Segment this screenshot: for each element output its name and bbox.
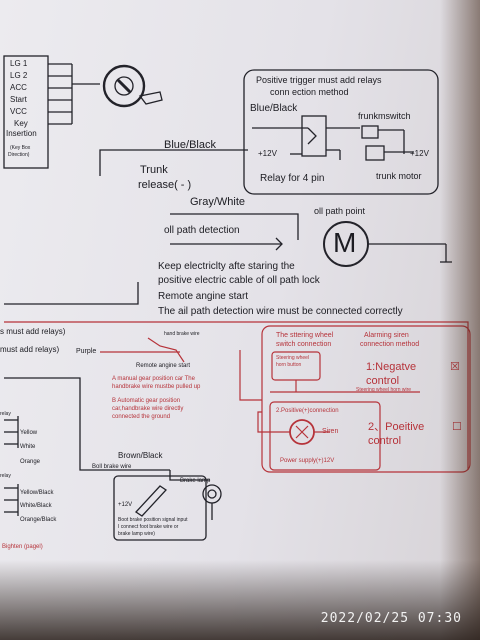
handbrake-left-note: must add relays) — [0, 345, 60, 354]
brake-note: Boot brake position signal input — [118, 517, 188, 523]
brake-wire-label: Brown/Black — [118, 451, 163, 460]
siren-box-header: connection method — [360, 341, 420, 348]
trunk-motor-label: trunk motor — [376, 171, 422, 181]
relay-voltage-left: +12V — [258, 149, 277, 158]
photo-timestamp: 2022/02/25 07:30 — [320, 611, 462, 626]
relay-wire-label: Blue/Black — [250, 103, 298, 114]
relay-box-title: Positive trigger must add relays — [256, 75, 382, 85]
key-box-item: ACC — [10, 83, 27, 92]
steering-wire-label: Steering wheel horn wire — [356, 387, 412, 393]
left-wire-label: relay — [0, 411, 11, 417]
trunk-label: Trunk — [140, 164, 168, 176]
trunk-switch-icon — [361, 125, 379, 139]
handbrake-note-b: B Automatic gear position — [112, 398, 181, 404]
left-wire-label: Yellow — [20, 430, 38, 436]
left-wire-label: Orange — [20, 459, 41, 465]
key-box-caption: Direction) — [8, 152, 30, 158]
brake-wire-label: Boll brake wire — [92, 464, 132, 470]
handbrake-left-note: s must add relays) — [0, 327, 66, 336]
relay-icon — [301, 115, 327, 157]
ignition-icon — [102, 64, 146, 108]
key-box-item: Key — [14, 119, 28, 128]
brake-pedal-icon — [113, 475, 207, 541]
siren-box-header: Alarming siren — [364, 332, 409, 339]
handbrake-note-a: A manual gear position car The — [112, 376, 195, 382]
left-wire-label: Orange/Black — [20, 517, 57, 523]
siren-label: Siren — [322, 428, 339, 435]
relay-caption: Relay for 4 pin — [260, 173, 325, 184]
key-box-item: LG 2 — [10, 71, 28, 80]
left-wire-footer: Bighten (pagel) — [2, 544, 43, 550]
remote-start-small-label: Remote angine start — [136, 363, 191, 369]
remote-start-label: Remote angine start — [158, 291, 249, 302]
left-wire-label: White/Black — [20, 503, 52, 509]
trunk-label: release( - ) — [138, 179, 192, 191]
oil-wire-label: Gray/White — [190, 196, 246, 208]
handbrake-wire-label: hand brake wire — [164, 331, 200, 337]
key-box-item: Start — [10, 95, 27, 104]
positive-control-option: control — [368, 435, 402, 447]
positive-control-option: 2、Poeitive — [368, 421, 425, 433]
positive-connection-header: 2.Positive(+)connection — [276, 408, 339, 414]
oil-warning-note: The ail path detection wire must be conn… — [158, 306, 403, 317]
key-box-item: LG 1 — [10, 59, 28, 68]
trunk-wire-label: Blue/Black — [164, 139, 216, 151]
trunk-motor-icon — [365, 145, 385, 161]
relay-voltage-right: +12V — [410, 149, 429, 158]
page-edge-shadow — [440, 0, 480, 640]
left-wire-label: White — [20, 444, 36, 450]
siren-box-header: The sttering wheel — [276, 332, 334, 339]
key-box-caption: (Key Box — [10, 145, 31, 151]
brake-note: I connect foot brake wire or — [118, 524, 179, 530]
brake-lamp-label: Brake lamp — [180, 478, 211, 484]
relay-box — [243, 69, 439, 195]
relay-switch-label: frunkmswitch — [358, 111, 411, 121]
purple-wire-label: Purple — [76, 348, 97, 355]
left-wire-label: relay — [0, 473, 11, 479]
left-wire-label: Yellow/Black — [20, 490, 54, 496]
brake-voltage-label: +12V — [118, 502, 133, 508]
negative-control-option: control — [366, 375, 400, 387]
steering-button-label: Steering wheel — [276, 355, 310, 361]
relay-box-title: conn ection method — [270, 87, 349, 97]
key-box-item: Insertion — [6, 129, 37, 138]
brake-note: brake lamp wire) — [118, 531, 155, 537]
handbrake-note-b: car,handbrake wire directly — [112, 406, 184, 412]
oil-point-label: oll path point — [314, 206, 366, 216]
oil-detection-label: oll path detection — [164, 225, 240, 236]
oil-keep-note: Keep electriclty afte staring the — [158, 261, 295, 272]
key-box-item: VCC — [10, 107, 27, 116]
power-supply-label: Power supply(+)12V — [280, 458, 335, 464]
handbrake-note-a: handbrake wire mustbe pulled up — [112, 384, 201, 390]
motor-letter: M — [333, 227, 357, 258]
siren-box-header: switch connection — [276, 341, 332, 348]
handbrake-note-b: connected the ground — [112, 414, 171, 420]
oil-keep-note: positive electric cable of oll path lock — [158, 275, 320, 286]
handbrake-wire-icon — [147, 337, 185, 363]
steering-button-label: horn button — [276, 362, 302, 368]
negative-control-option: 1:Negatve — [366, 361, 417, 373]
bottom-shadow — [0, 560, 480, 640]
